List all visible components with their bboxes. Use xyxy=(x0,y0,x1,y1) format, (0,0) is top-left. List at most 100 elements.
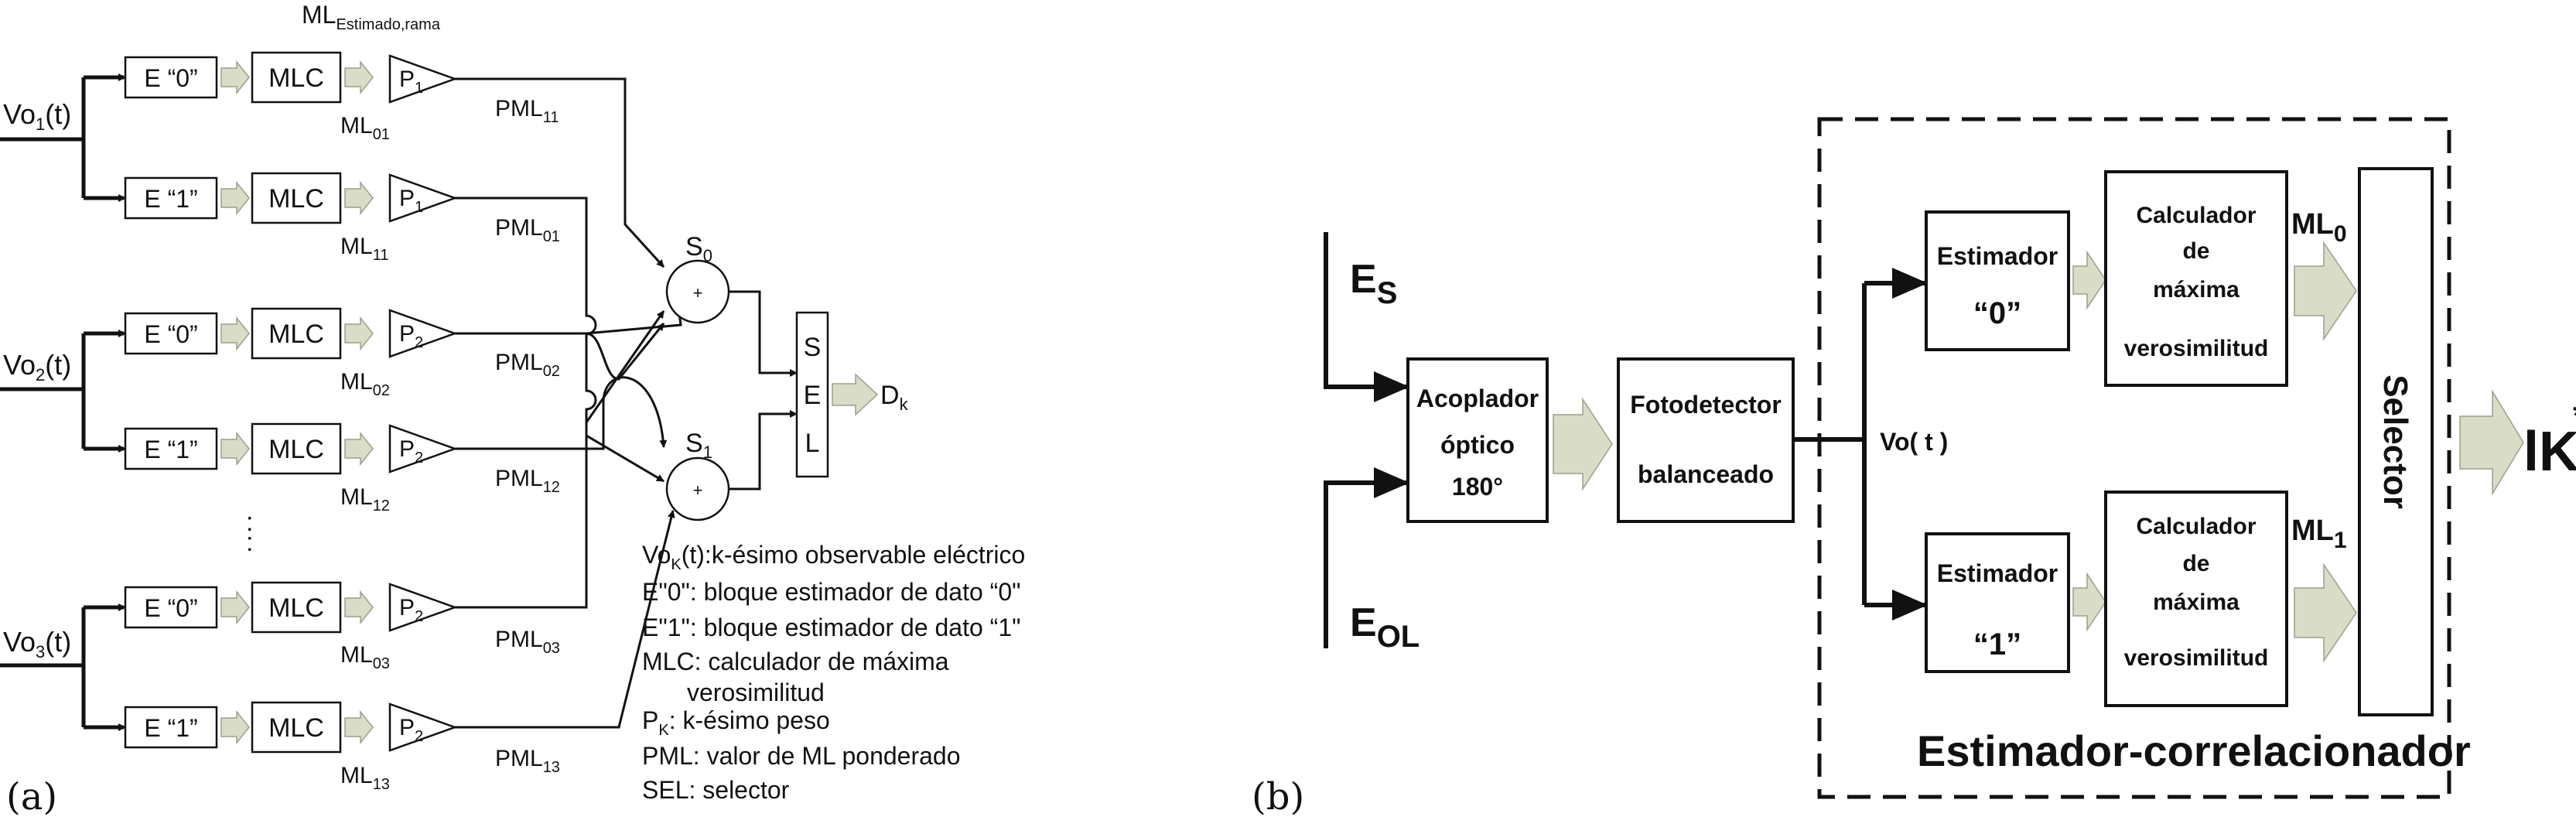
calculator-1-line: de xyxy=(2182,551,2209,576)
mlc-label: MLC xyxy=(268,63,324,93)
row-6: E “1” MLC P2 ML13 PML13 xyxy=(124,701,560,793)
coupler-line: 180° xyxy=(1452,473,1503,501)
hollow-arrow xyxy=(1553,397,1613,491)
mlc-block xyxy=(251,422,342,475)
weight-label: P2 xyxy=(399,321,423,351)
hollow-arrow xyxy=(344,60,374,95)
calculator-0-block xyxy=(2104,170,2288,387)
panel-b-label: (b) xyxy=(1252,775,1304,817)
estimator-label: E “0” xyxy=(144,64,197,92)
coupler-line: Acoplador xyxy=(1416,385,1539,412)
input-vo3: Vo3(t) xyxy=(3,626,71,661)
weight-triangle xyxy=(388,173,458,223)
sel-letter: S xyxy=(804,333,822,362)
legend-line-6: PK: k-ésimo peso xyxy=(642,706,830,739)
calculator-1-line: verosimilitud xyxy=(2124,645,2269,671)
hollow-arrow xyxy=(2072,250,2106,310)
input-branches xyxy=(0,75,124,730)
ml-label: ML11 xyxy=(340,234,388,264)
hollow-arrow xyxy=(344,431,374,467)
pml-label: PML13 xyxy=(495,746,560,776)
hollow-arrow xyxy=(220,590,250,625)
estimator-1-label: Estimador xyxy=(1937,559,2058,587)
legend-line-2: E"0": bloque estimador de dato “0" xyxy=(642,578,1020,606)
mlc-block xyxy=(251,701,342,754)
pml-label: PML02 xyxy=(495,350,560,380)
estimator-label: E “0” xyxy=(144,594,197,622)
mlc-block xyxy=(251,581,342,634)
sel-letter: L xyxy=(805,429,820,458)
ml-label: ML13 xyxy=(340,763,390,793)
calculator-0-line: máxima xyxy=(2153,277,2239,303)
panel-a-label: (a) xyxy=(6,775,57,817)
row-1: E “0” MLC P1 ML01 PML11 xyxy=(124,51,559,143)
photodetector-block xyxy=(1617,357,1795,523)
s0-label: S0 xyxy=(685,232,712,265)
estimator-block xyxy=(124,56,218,99)
estimator-0-label: Estimador xyxy=(1937,242,2058,270)
estimator-1-value: “1” xyxy=(1973,627,2021,661)
photodetector-line: balanceado xyxy=(1638,460,1774,488)
ml-label: ML01 xyxy=(340,113,390,143)
weight-label: P2 xyxy=(399,595,423,625)
weight-label: P1 xyxy=(399,186,423,216)
mlc-label: MLC xyxy=(268,713,324,743)
continuation-dots: : xyxy=(246,508,253,537)
legend-line-3: E"1": bloque estimador de dato “1" xyxy=(642,614,1020,641)
mlc-label: MLC xyxy=(268,320,324,349)
legend: VoK(t):k-ésimo observable eléctrico E"0"… xyxy=(642,541,1025,804)
vo-branch xyxy=(1793,268,1928,620)
calculator-0-line: de xyxy=(2182,238,2209,264)
pml-wiring xyxy=(455,77,682,729)
estimator-block xyxy=(124,312,218,355)
es-label: ES xyxy=(1350,257,1397,310)
calculator-1-line: máxima xyxy=(2153,590,2239,615)
row-4: E “1” MLC P2 ML12 PML12 xyxy=(124,422,560,514)
hollow-arrow xyxy=(344,590,374,625)
hollow-arrow xyxy=(2294,241,2357,341)
input-vo2: Vo2(t) xyxy=(3,349,71,385)
calculator-0-line: Calculador xyxy=(2136,203,2256,228)
row-2: E “1” MLC P1 ML11 PML01 xyxy=(124,172,560,264)
dk-label: Dk xyxy=(880,381,909,414)
panel-b: (b) Estimador-correlacionador ES EOL Aco… xyxy=(1252,117,2576,817)
hollow-arrow xyxy=(220,180,250,216)
estimator-block xyxy=(124,176,218,220)
hollow-arrow xyxy=(220,60,250,95)
hollow-arrow xyxy=(220,709,250,745)
hollow-arrow xyxy=(344,180,374,216)
ml1-label: ML1 xyxy=(2291,514,2347,553)
estimator-correlator-group xyxy=(1817,117,2451,799)
estimator-0-block xyxy=(1925,210,2070,351)
selector-block xyxy=(2358,167,2434,716)
weight-triangle xyxy=(388,702,458,752)
ml0-label: ML0 xyxy=(2291,208,2347,247)
photodetector-line: Fotodetector xyxy=(1630,391,1782,419)
mlc-label: MLC xyxy=(268,435,324,464)
estimator-block xyxy=(124,706,218,749)
calculator-0-line: verosimilitud xyxy=(2124,336,2269,361)
estimator-block xyxy=(124,427,218,470)
pml-label: PML03 xyxy=(495,627,560,657)
mlc-block xyxy=(251,51,342,104)
ml-label: ML02 xyxy=(340,369,390,399)
optical-coupler-block xyxy=(1406,357,1549,523)
pml-label: PML12 xyxy=(495,466,560,496)
output-label: lK* xyxy=(2523,397,2576,483)
row-5: E “0” MLC P2 ML03 PML03 xyxy=(124,581,560,672)
legend-line-4: MLC: calculador de máxima xyxy=(642,648,949,675)
vo-label: Vo( t ) xyxy=(1880,428,1948,456)
hollow-arrow xyxy=(344,316,374,351)
hollow-arrow xyxy=(2294,562,2357,663)
s1-label: S1 xyxy=(685,429,712,462)
panel-a: (a) MLEstimado,rama Vo1(t) Vo2(t) Vo3(t)… xyxy=(0,1,1025,817)
pml-label: PML01 xyxy=(495,215,560,245)
hollow-arrow xyxy=(344,709,374,745)
estimator-label: E “1” xyxy=(144,714,197,742)
mlc-label: MLC xyxy=(268,593,324,623)
calculator-1-line: Calculador xyxy=(2136,514,2256,539)
selector-label: Selector xyxy=(2376,374,2414,509)
hollow-arrow xyxy=(220,431,250,467)
eol-label: EOL xyxy=(1350,600,1420,654)
